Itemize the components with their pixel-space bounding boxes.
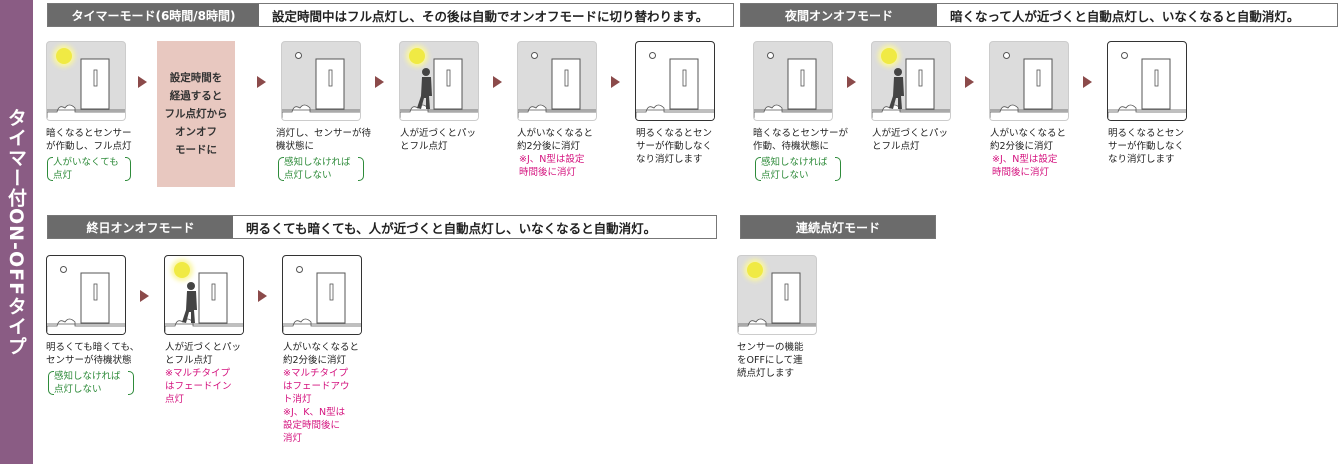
- scene-dark-lamp-off: [517, 41, 597, 121]
- timer-transition-text: 設定時間を 経過すると フル点灯から オンオフ モードに: [164, 72, 228, 156]
- arrow-right-icon: [257, 76, 266, 88]
- note-green: 感知しなければ 点灯しない: [48, 370, 134, 396]
- caption-text: 暗くなるとセンサーが 作動、待機状態に: [753, 128, 849, 152]
- allday-mode-label: 終日オンオフモード: [48, 216, 233, 238]
- caption-text: 人が近づくとパッ とフル点灯: [400, 128, 477, 152]
- lamp-off-icon: [295, 52, 302, 59]
- caption-text: 明るくても暗くても、 センサーが待機状態: [46, 342, 140, 366]
- caption: 人がいなくなると 約2分後に消灯※J、N型は設定 時間後に消灯: [990, 127, 1086, 179]
- arrow-right-icon: [140, 290, 149, 302]
- scene-daylight-lamp-off: [282, 255, 362, 335]
- note-green: 感知しなければ 点灯しない: [755, 156, 841, 182]
- scene-person-approach: [399, 41, 479, 121]
- lamp-off-icon: [767, 52, 774, 59]
- caption: 明るくなるとセン サーが作動しなく なり消灯します: [1108, 127, 1204, 166]
- night-mode-description: 暗くなって人が近づくと自動点灯し、いなくなると自動消灯。: [950, 8, 1300, 24]
- arrow-right-icon: [965, 76, 974, 88]
- arrow-right-icon: [258, 290, 267, 302]
- caption: 消灯し、センサーが待 機状態に感知しなければ 点灯しない: [276, 127, 376, 182]
- lamp-on-icon: [174, 262, 190, 278]
- caption-text: 暗くなるとセンサー が作動し、フル点灯: [46, 128, 132, 152]
- caption: 暗くなるとセンサーが 作動、待機状態に感知しなければ 点灯しない: [753, 127, 853, 182]
- scene-dark-lamp-off: [989, 41, 1069, 121]
- sidebar-title-wrap: タイマー付ON-OFFタイプ: [0, 0, 33, 464]
- scene-person-approach: [871, 41, 951, 121]
- scene-daylight-lamp-off: [635, 41, 715, 121]
- caption: 明るくなるとセン サーが作動しなく なり消灯します: [636, 127, 732, 166]
- lamp-off-icon: [649, 52, 656, 59]
- caption-text: センサーの機能 をOFFにして連 続点灯します: [737, 342, 804, 379]
- caption: 人がいなくなると 約2分後に消灯※J、N型は設定 時間後に消灯: [517, 127, 613, 179]
- caption-text: 人が近づくとパッ とフル点灯: [165, 342, 242, 366]
- caption-text: 明るくなるとセン サーが作動しなく なり消灯します: [1108, 128, 1185, 165]
- arrow-right-icon: [611, 76, 620, 88]
- lamp-off-icon: [60, 266, 67, 273]
- lamp-on-icon: [747, 262, 763, 278]
- note-magenta: ※マルチタイプ はフェードアウ ト消灯: [283, 368, 350, 405]
- caption: 明るくても暗くても、 センサーが待機状態感知しなければ 点灯しない: [46, 341, 146, 396]
- arrow-right-icon: [375, 76, 384, 88]
- caption: センサーの機能 をOFFにして連 続点灯します: [737, 341, 837, 380]
- timer-transition-box: 設定時間を 経過すると フル点灯から オンオフ モードに: [157, 41, 235, 187]
- caption-text: 明るくなるとセン サーが作動しなく なり消灯します: [636, 128, 713, 165]
- lamp-on-icon: [409, 48, 425, 64]
- lamp-off-icon: [296, 266, 303, 273]
- lamp-on-icon: [56, 48, 72, 64]
- note-green: 人がいなくても 点灯: [47, 156, 131, 182]
- arrow-right-icon: [847, 76, 856, 88]
- caption: 人が近づくとパッ とフル点灯: [400, 127, 496, 153]
- night-mode-label: 夜間オンオフモード: [741, 4, 937, 26]
- scene-daylight-lamp-off: [1107, 41, 1187, 121]
- allday-mode-header: 終日オンオフモード 明るくても暗くても、人が近づくと自動点灯し、いなくなると自動…: [47, 215, 717, 239]
- caption-text: 人がいなくなると 約2分後に消灯: [283, 342, 360, 366]
- caption: 暗くなるとセンサー が作動し、フル点灯人がいなくても 点灯: [46, 127, 142, 182]
- continuous-mode-label: 連続点灯モード: [741, 216, 935, 238]
- timer-mode-description: 設定時間中はフル点灯し、その後は自動でオンオフモードに切り替わります。: [272, 8, 709, 24]
- allday-mode-description: 明るくても暗くても、人が近づくと自動点灯し、いなくなると自動消灯。: [246, 220, 657, 236]
- sidebar-title: タイマー付ON-OFFタイプ: [5, 107, 27, 357]
- note-magenta: ※J、N型は設定 時間後に消灯: [519, 154, 585, 178]
- caption-text: 人が近づくとパッ とフル点灯: [872, 128, 949, 152]
- timer-mode-label: タイマーモード(6時間/8時間): [48, 4, 259, 26]
- scene-daylight-lamp-off: [46, 255, 126, 335]
- caption: 人が近づくとパッ とフル点灯※マルチタイプ はフェードイン 点灯: [165, 341, 265, 406]
- sidebar-band: [0, 0, 33, 464]
- caption-text: 消灯し、センサーが待 機状態に: [276, 128, 372, 152]
- caption: 人が近づくとパッ とフル点灯: [872, 127, 968, 153]
- scene-dark-lamp-on: [46, 41, 126, 121]
- lamp-off-icon: [1121, 52, 1128, 59]
- note-green: 感知しなければ 点灯しない: [278, 156, 364, 182]
- scene-dark-lamp-on: [737, 255, 817, 335]
- night-mode-header: 夜間オンオフモード 暗くなって人が近づくと自動点灯し、いなくなると自動消灯。: [740, 3, 1338, 27]
- caption: 人がいなくなると 約2分後に消灯※マルチタイプ はフェードアウ ト消灯※J、K、…: [283, 341, 383, 445]
- scene-dark-lamp-off: [281, 41, 361, 121]
- caption-text: 人がいなくなると 約2分後に消灯: [517, 128, 594, 152]
- lamp-on-icon: [881, 48, 897, 64]
- arrow-right-icon: [138, 76, 147, 88]
- scene-dark-lamp-off: [753, 41, 833, 121]
- scene-daylight-person-lamp-on: [164, 255, 244, 335]
- lamp-off-icon: [531, 52, 538, 59]
- timer-mode-header: タイマーモード(6時間/8時間) 設定時間中はフル点灯し、その後は自動でオンオフ…: [47, 3, 734, 27]
- lamp-off-icon: [1003, 52, 1010, 59]
- note-magenta: ※J、K、N型は 設定時間後に 消灯: [283, 407, 346, 444]
- note-magenta: ※J、N型は設定 時間後に消灯: [992, 154, 1058, 178]
- note-magenta: ※マルチタイプ はフェードイン 点灯: [165, 368, 232, 405]
- caption-text: 人がいなくなると 約2分後に消灯: [990, 128, 1067, 152]
- arrow-right-icon: [493, 76, 502, 88]
- arrow-right-icon: [1083, 76, 1092, 88]
- continuous-mode-header: 連続点灯モード: [740, 215, 936, 239]
